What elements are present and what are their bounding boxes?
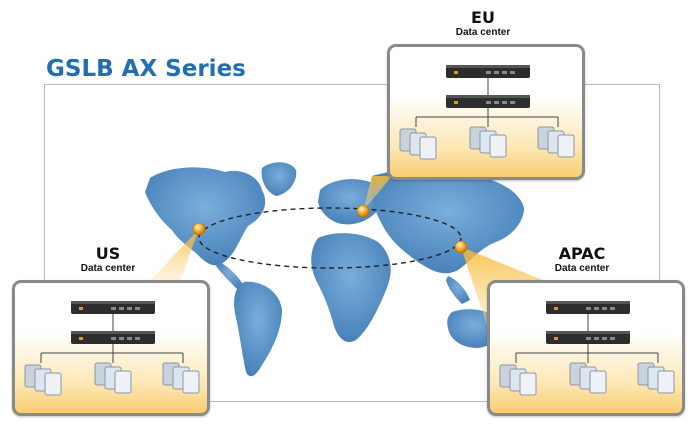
us-label: US Data center bbox=[58, 244, 158, 275]
apac-server-group-2 bbox=[569, 362, 607, 394]
eu-gslb-appliance-top bbox=[446, 65, 530, 78]
apac-site-marker bbox=[454, 240, 468, 254]
us-server-group-1 bbox=[24, 364, 62, 396]
eu-beam bbox=[363, 176, 392, 211]
north-america-shape bbox=[145, 167, 266, 266]
asia-shape bbox=[370, 168, 524, 274]
africa-shape bbox=[311, 233, 391, 343]
apac-name: APAC bbox=[558, 244, 606, 263]
apac-server-group-1 bbox=[499, 364, 537, 396]
us-network-topology bbox=[24, 301, 200, 396]
apac-datacenter-box bbox=[487, 280, 685, 416]
diagram-title: GSLB AX Series bbox=[46, 56, 246, 82]
us-site-marker bbox=[192, 222, 206, 236]
us-gslb-appliance-top bbox=[71, 301, 155, 314]
us-datacenter-box bbox=[12, 280, 210, 416]
apac-subtitle: Data center bbox=[554, 263, 610, 274]
us-subtitle: Data center bbox=[80, 263, 136, 274]
eu-server-group-2 bbox=[469, 126, 507, 158]
eu-subtitle: Data center bbox=[455, 27, 511, 38]
eu-server-group-1 bbox=[399, 128, 437, 160]
us-server-group-2 bbox=[94, 362, 132, 394]
eu-server-group-3 bbox=[537, 126, 575, 158]
map-frame bbox=[44, 84, 660, 402]
eu-datacenter-box bbox=[387, 44, 585, 180]
apac-network-topology bbox=[499, 301, 675, 396]
greenland-shape bbox=[261, 162, 297, 196]
apac-gslb-appliance-top bbox=[546, 301, 630, 314]
us-beam bbox=[150, 229, 199, 281]
gslb-connection-path bbox=[198, 207, 462, 269]
us-gslb-appliance-bottom bbox=[71, 331, 155, 344]
apac-label: APAC Data center bbox=[532, 244, 632, 275]
eu-gslb-appliance-bottom bbox=[446, 95, 530, 108]
southeast-asia-shape bbox=[446, 276, 470, 304]
us-name: US bbox=[95, 244, 121, 263]
us-server-group-3 bbox=[162, 362, 200, 394]
eu-site-marker bbox=[356, 204, 370, 218]
eu-label: EU Data center bbox=[433, 8, 533, 39]
eu-name: EU bbox=[471, 8, 495, 27]
apac-gslb-appliance-bottom bbox=[546, 331, 630, 344]
central-america-shape bbox=[216, 262, 244, 290]
south-america-shape bbox=[234, 281, 282, 377]
apac-server-group-3 bbox=[637, 362, 675, 394]
eu-network-topology bbox=[399, 65, 575, 160]
